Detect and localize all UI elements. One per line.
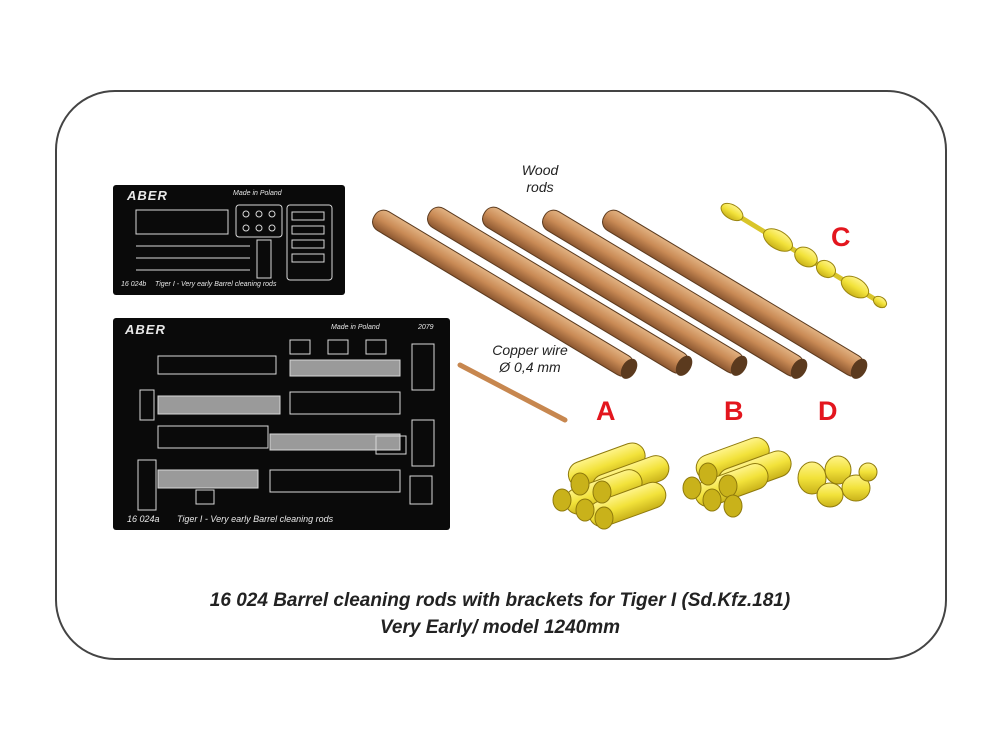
photo-etch-fret-large: ABER Made in Poland 2079 16 024a Tiger I… — [113, 318, 450, 530]
wood-rods-label-line1: Wood — [521, 162, 559, 178]
part-letter-a: A — [596, 396, 616, 426]
resin-part-a — [552, 442, 670, 530]
part-letter-d: D — [818, 396, 838, 426]
fret-large-year: 2079 — [418, 324, 434, 331]
fret-small-parts — [135, 204, 333, 281]
fret-small-brand: ABER — [127, 188, 168, 203]
wood-rods-label-line2: rods — [526, 179, 554, 195]
product-caption-line2: Very Early/ model 1240mm — [379, 617, 621, 638]
wood-rods-label: Wood rods — [500, 162, 580, 196]
fret-large-title: Tiger I - Very early Barrel cleaning rod… — [177, 514, 334, 524]
copper-wire-label-line2: Ø 0,4 mm — [499, 359, 561, 375]
copper-wire-label-line1: Copper wire — [492, 342, 568, 358]
fret-large-brand: ABER — [125, 322, 166, 337]
fret-large-made-in: Made in Poland — [331, 324, 380, 331]
copper-wire-label: Copper wire Ø 0,4 mm — [470, 342, 590, 376]
wood-rods — [372, 206, 868, 379]
resin-part-c — [720, 202, 888, 309]
fret-small-code: 16 024b — [121, 281, 147, 288]
product-caption-line1: 16 024 Barrel cleaning rods with bracket… — [209, 590, 791, 611]
fret-small-made-in: Made in Poland — [233, 190, 282, 197]
fret-large-code: 16 024a — [127, 514, 160, 524]
fret-small-title: Tiger I - Very early Barrel cleaning rod… — [155, 281, 277, 288]
part-letter-c: C — [831, 222, 851, 252]
part-letter-b: B — [724, 396, 744, 426]
resin-part-d — [797, 455, 878, 508]
fret-large-parts — [137, 339, 435, 511]
copper-wire — [457, 362, 568, 423]
resin-part-b — [682, 437, 792, 518]
